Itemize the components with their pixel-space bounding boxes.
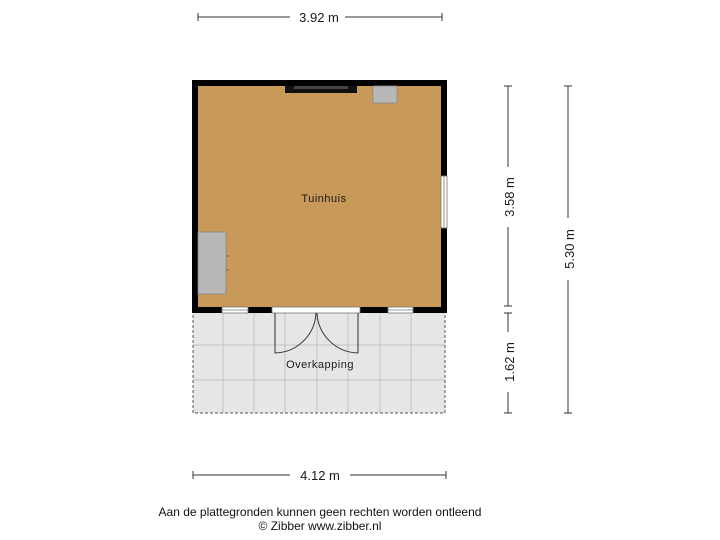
double-door [271,306,361,354]
garden-house-room [197,85,442,308]
right-window [440,175,448,229]
right-inner-dimension [504,85,512,414]
bottom-dimension: 4.12 m [192,468,447,483]
top-width-label: 3.92 m [299,10,339,25]
left-workbench [197,231,229,295]
corner-cabinet [372,85,398,104]
top-wall-fixture [285,86,357,93]
bottom-windows [221,306,414,314]
right-upper-height-label: 3.58 m [502,177,517,217]
room-label-overkapping: Overkapping [286,359,354,371]
bottom-width-label: 4.12 m [300,468,340,483]
copyright-text: © Zibber www.zibber.nl [258,519,382,533]
room-label-tuinhuis: Tuinhuis [301,193,346,205]
right-total-height-label: 5.30 m [562,229,577,269]
canopy-area [192,311,446,414]
right-lower-height-label: 1.62 m [502,342,517,382]
disclaimer-text: Aan de plattegronden kunnen geen rechten… [158,505,482,519]
top-dimension: 3.92 m [197,10,443,25]
right-outer-dimension [564,85,572,414]
